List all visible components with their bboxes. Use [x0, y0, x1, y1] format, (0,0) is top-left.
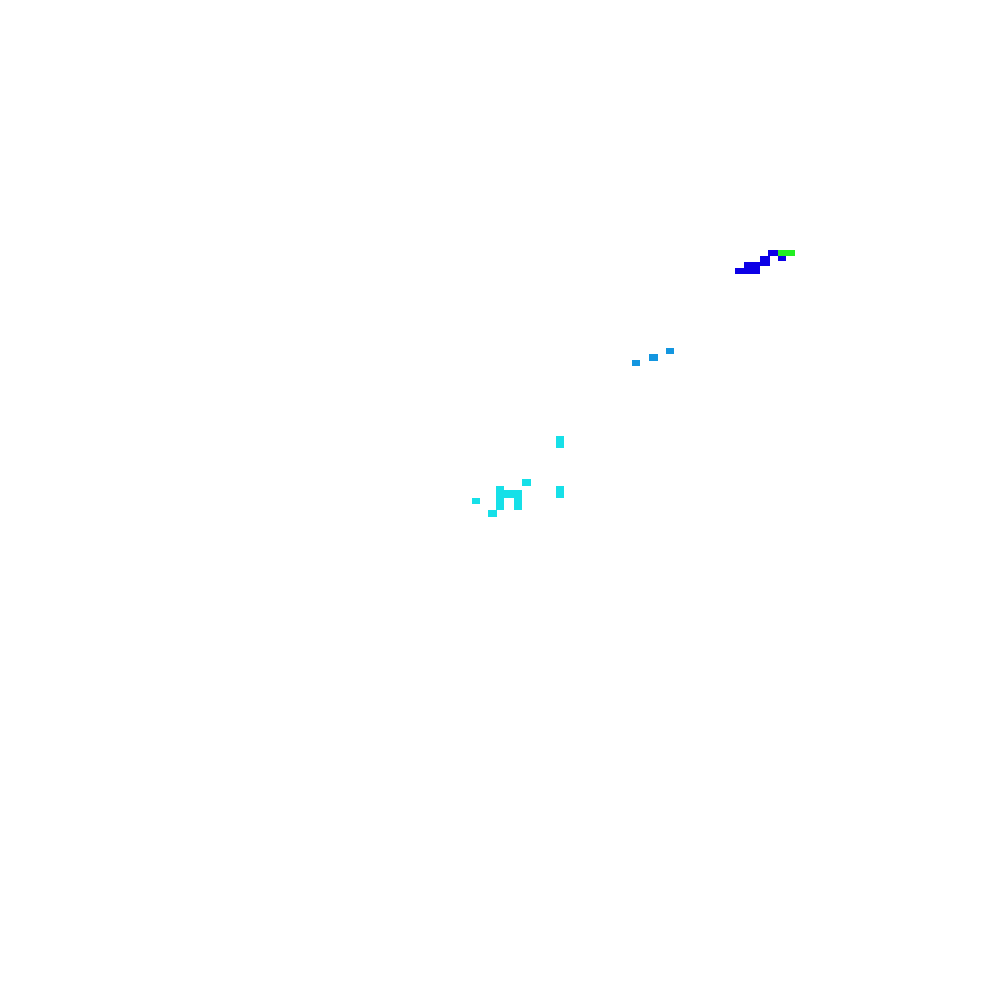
green-pixel	[778, 250, 795, 256]
cyan-pixel	[472, 498, 480, 504]
sky-cluster	[632, 348, 674, 366]
sky-pixel	[632, 360, 640, 366]
blue-cluster	[735, 250, 786, 274]
blue-pixel	[760, 256, 770, 266]
cyan-cluster	[472, 436, 564, 517]
blue-pixel	[778, 255, 786, 261]
blue-pixel	[768, 250, 778, 256]
blue-pixel	[744, 262, 760, 274]
cyan-pixel	[496, 486, 504, 510]
sky-pixel	[649, 354, 658, 361]
sky-pixel	[666, 348, 674, 354]
cyan-pixel	[514, 498, 522, 510]
green-segment	[778, 250, 795, 256]
cyan-pixel	[488, 510, 497, 517]
cyan-pixel	[556, 486, 564, 498]
cyan-pixel	[504, 490, 522, 498]
cyan-pixel	[556, 436, 564, 448]
cyan-pixel	[522, 479, 531, 486]
